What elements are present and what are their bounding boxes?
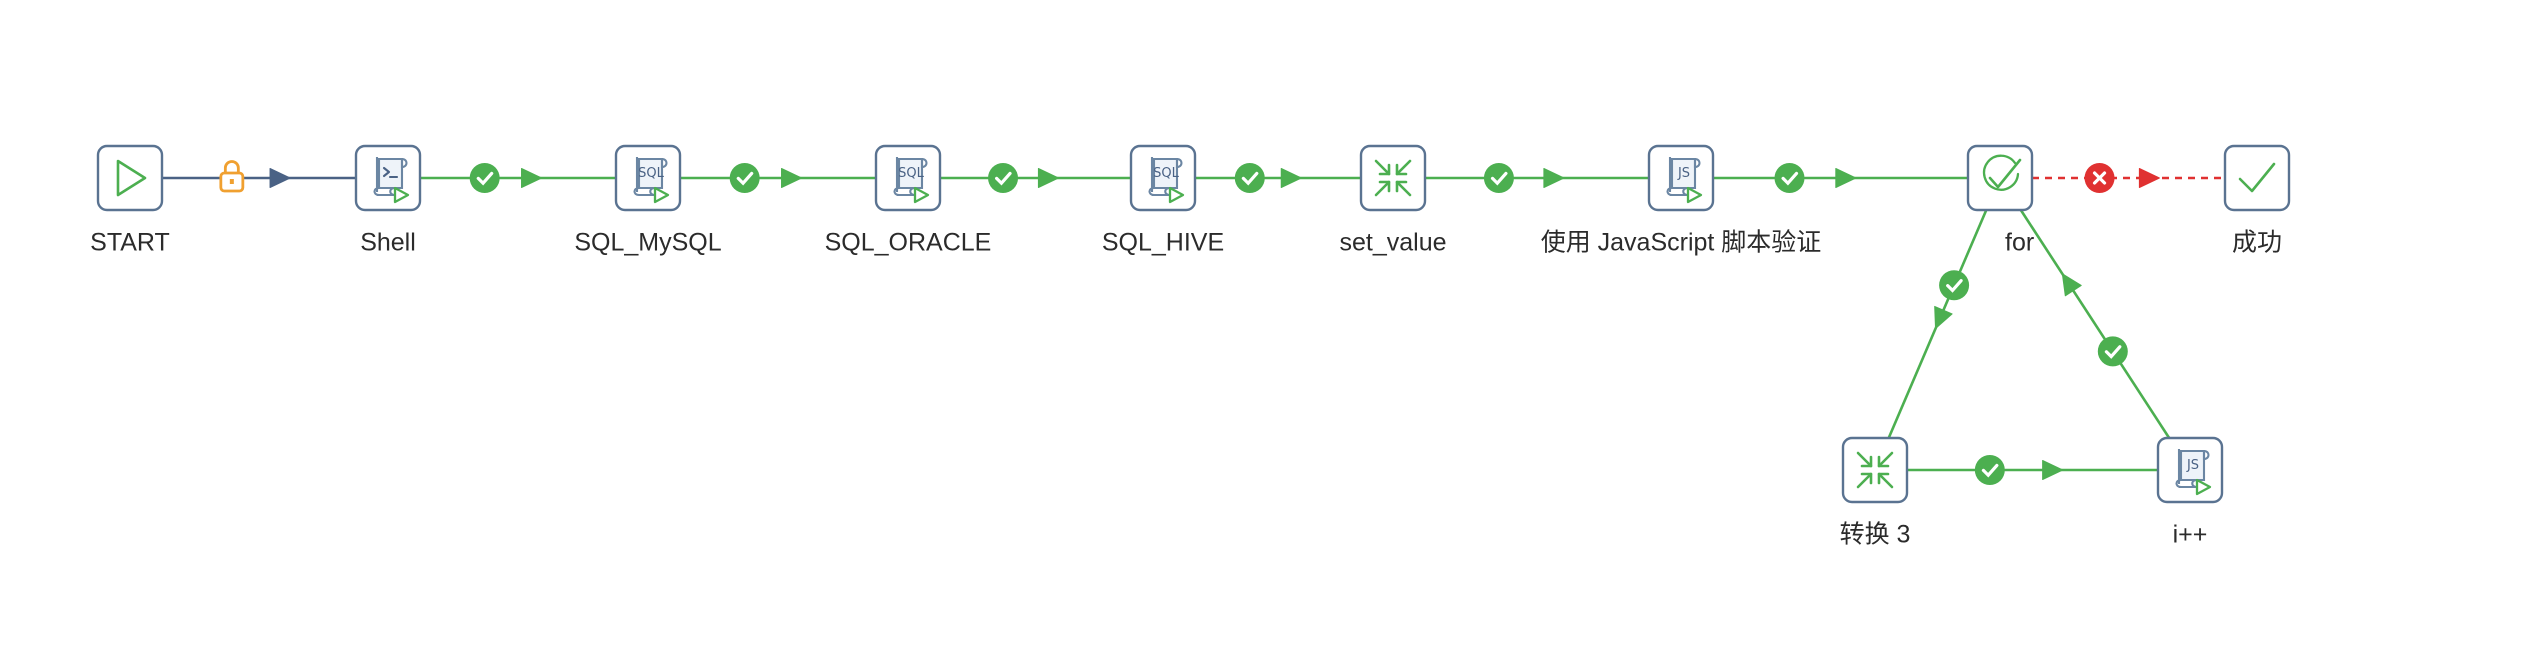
- node-label-success: 成功: [2232, 229, 2282, 257]
- collapse-arrows-icon: [1374, 159, 1412, 197]
- arrowhead-e_start_shell: [269, 168, 291, 188]
- svg-text:SQL: SQL: [898, 166, 924, 181]
- svg-text:SQL: SQL: [1153, 166, 1179, 181]
- arrowhead-e_mysql_oracle: [781, 168, 803, 188]
- edge-layer: [162, 160, 2225, 485]
- js-script-icon: JS: [2175, 449, 2212, 496]
- sql-script-icon: SQL: [1148, 157, 1185, 204]
- node-box-transform3[interactable]: [1841, 436, 1909, 504]
- play-triangle-icon: [116, 159, 147, 197]
- arrowhead-e_js_for: [1835, 168, 1857, 188]
- shell-script-icon: [373, 157, 410, 204]
- node-transform3[interactable]: 转换 3: [1840, 436, 1911, 549]
- node-label-sql_oracle: SQL_ORACLE: [825, 229, 992, 257]
- node-start[interactable]: START: [90, 144, 170, 257]
- sql-script-icon: SQL: [893, 157, 930, 204]
- success-check-badge[interactable]: [1974, 455, 2005, 485]
- arrowhead-e_for_success: [2138, 168, 2160, 188]
- node-box-start[interactable]: [96, 144, 164, 212]
- svg-text:SQL: SQL: [638, 166, 664, 181]
- error-x-badge[interactable]: [2084, 163, 2115, 193]
- node-i_increment[interactable]: JS i++: [2156, 436, 2224, 549]
- node-set_value[interactable]: set_value: [1339, 144, 1447, 257]
- collapse-arrows-icon: [1856, 451, 1894, 489]
- node-box-set_value[interactable]: [1359, 144, 1427, 212]
- node-label-start: START: [90, 229, 170, 257]
- node-success[interactable]: 成功: [2223, 144, 2291, 257]
- arrowhead-e_increment_for: [2061, 273, 2082, 297]
- success-check-badge[interactable]: [729, 163, 760, 193]
- node-label-set_value: set_value: [1339, 229, 1446, 257]
- edge-e_increment_for[interactable]: [2019, 209, 2171, 439]
- js-script-icon: JS: [1666, 157, 1703, 204]
- arrowhead-e_hive_setvalue: [1280, 168, 1302, 188]
- success-check-badge[interactable]: [988, 163, 1019, 193]
- success-check-badge[interactable]: [2097, 336, 2128, 367]
- sql-script-icon: SQL: [633, 157, 670, 204]
- node-sql_oracle[interactable]: SQL SQL_ORACLE: [825, 144, 992, 257]
- success-check-badge[interactable]: [469, 163, 500, 193]
- check-circle-icon: [1982, 154, 2022, 191]
- arrowhead-e_setvalue_js: [1543, 168, 1565, 188]
- node-sql_hive[interactable]: SQL SQL_HIVE: [1102, 144, 1224, 257]
- node-label-for_loop: for: [2005, 229, 2034, 257]
- node-label-js_verify: 使用 JavaScript 脚本验证: [1541, 229, 1822, 257]
- svg-text:JS: JS: [2186, 458, 2199, 473]
- node-label-sql_hive: SQL_HIVE: [1102, 229, 1224, 257]
- node-shell[interactable]: Shell: [354, 144, 422, 257]
- success-check-badge[interactable]: [1939, 270, 1970, 301]
- node-box-success[interactable]: [2223, 144, 2291, 212]
- success-check-badge[interactable]: [1234, 163, 1265, 193]
- arrowhead-e_oracle_hive: [1037, 168, 1059, 188]
- node-sql_mysql[interactable]: SQL SQL_MySQL: [574, 144, 722, 257]
- node-label-sql_mysql: SQL_MySQL: [574, 229, 721, 257]
- lock-badge[interactable]: [219, 160, 245, 193]
- svg-text:JS: JS: [1677, 166, 1690, 181]
- node-js_verify[interactable]: JS 使用 JavaScript 脚本验证: [1541, 144, 1822, 257]
- success-check-badge[interactable]: [1774, 163, 1805, 193]
- arrowhead-e_for_transform: [1934, 305, 1953, 330]
- arrowhead-e_shell_mysql: [521, 168, 543, 188]
- checkmark-icon: [2238, 162, 2276, 193]
- node-label-shell: Shell: [360, 229, 416, 257]
- node-label-i_increment: i++: [2173, 521, 2208, 549]
- node-for_loop[interactable]: for: [1966, 144, 2034, 257]
- node-box-for_loop[interactable]: [1966, 144, 2034, 212]
- success-check-badge[interactable]: [1483, 163, 1514, 193]
- node-label-transform3: 转换 3: [1840, 521, 1911, 549]
- arrowhead-e_transform_increment: [2042, 460, 2064, 480]
